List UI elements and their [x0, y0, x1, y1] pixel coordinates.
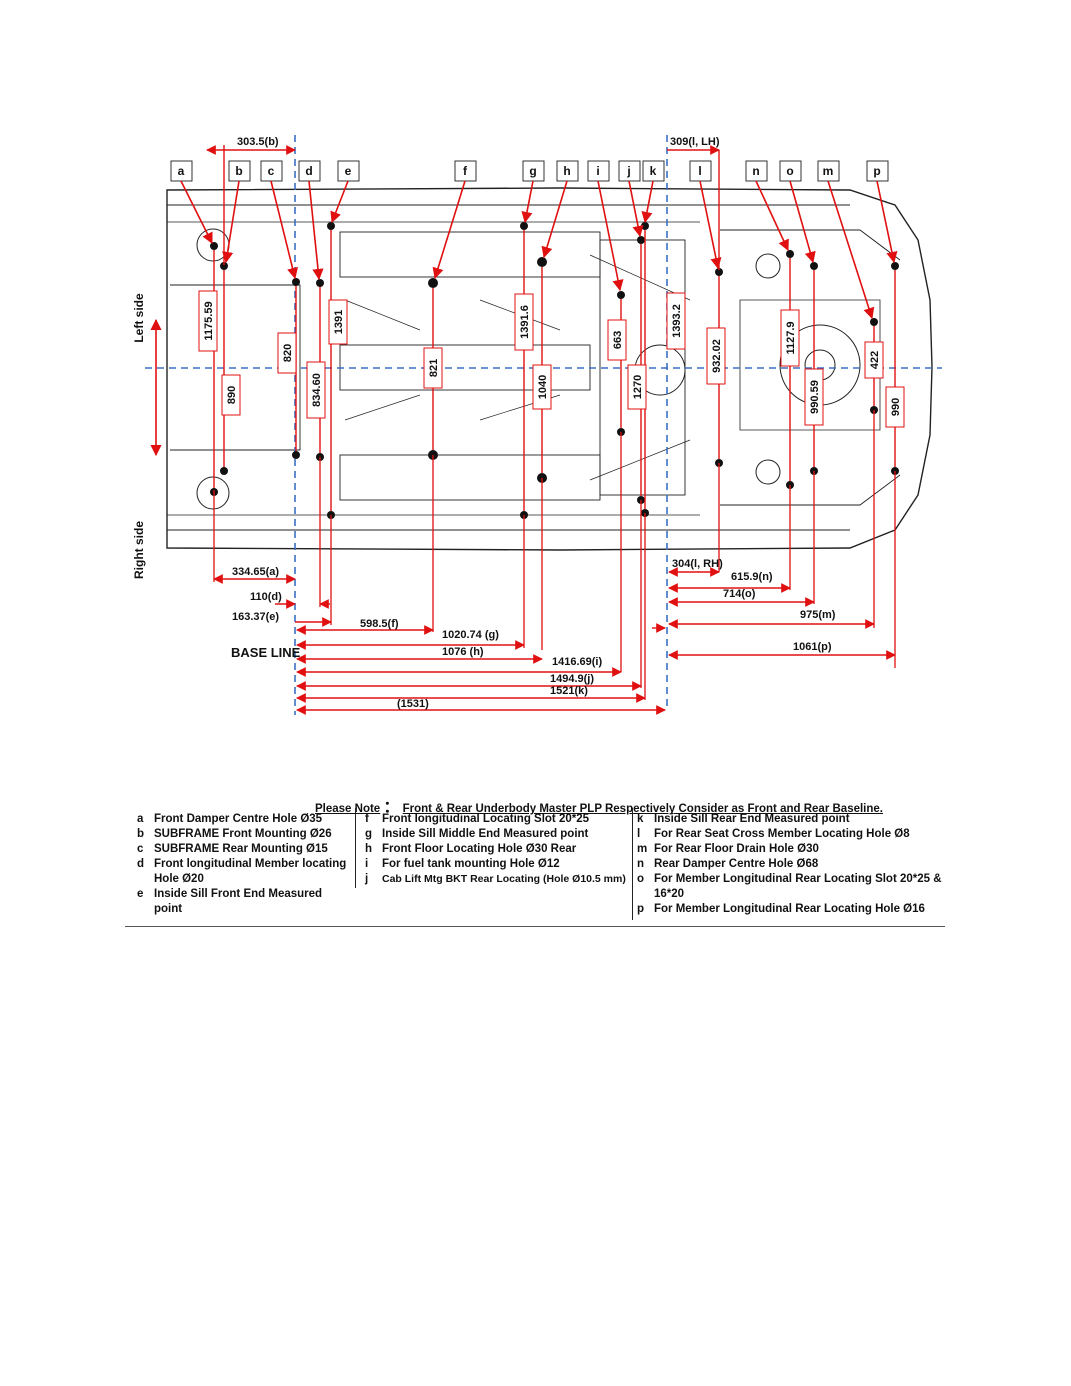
dim-309-l-lh: 309(l, LH): [670, 136, 720, 148]
underbody-drawing: [166, 187, 933, 551]
legend-divider: [125, 926, 945, 927]
label-c: c: [268, 164, 275, 178]
legend-note: Please Note ： Front & Rear Underbody Mas…: [315, 799, 883, 816]
label-a: a: [178, 164, 185, 178]
label-n: n: [752, 164, 759, 178]
dim-1391.6: 1391.6: [519, 305, 531, 339]
label-e: e: [345, 164, 352, 178]
right-side-label: Right side: [132, 521, 146, 579]
svg-text:975(m): 975(m): [800, 609, 836, 621]
dim-890: 890: [226, 386, 238, 404]
dim-303.5-b: 303.5(b): [237, 136, 279, 148]
point-label-boxes: [170, 160, 889, 182]
measurement-points: [210, 222, 899, 519]
svg-text:334.65(a): 334.65(a): [232, 566, 279, 578]
top-dimension-lines: [206, 145, 720, 270]
svg-text:1416.69(i): 1416.69(i): [552, 656, 602, 668]
label-b: b: [235, 164, 242, 178]
svg-text:1020.74 (g): 1020.74 (g): [442, 629, 499, 641]
label-i: i: [596, 164, 599, 178]
dim-990.59: 990.59: [809, 380, 821, 414]
dim-821: 821: [428, 359, 440, 377]
svg-text:110(d): 110(d): [250, 591, 282, 603]
left-side-label: Left side: [132, 293, 146, 343]
rear-dimension-lines: [668, 567, 896, 660]
leader-lines: [180, 180, 898, 320]
front-dimension-lines: [213, 574, 666, 715]
dim-1040: 1040: [537, 375, 549, 399]
dim-932.02: 932.02: [711, 339, 723, 373]
label-d: d: [305, 164, 312, 178]
vertical-dimension-values: 1175.59 890 820 834.60 1391 821 1391.6 1…: [198, 290, 905, 428]
underbody-dimension-diagram: a b c d e f g h i j k l n o m p: [132, 135, 942, 715]
svg-text:1061(p): 1061(p): [793, 641, 832, 653]
label-h: h: [563, 164, 570, 178]
dim-990: 990: [890, 398, 902, 416]
label-j: j: [626, 164, 630, 178]
label-p: p: [873, 164, 880, 178]
svg-text:714(o): 714(o): [723, 588, 756, 600]
legend: Please Note ： Front & Rear Underbody Mas…: [127, 790, 945, 930]
dim-663: 663: [612, 331, 624, 349]
svg-text:598.5(f): 598.5(f): [360, 618, 399, 630]
label-f: f: [463, 164, 468, 178]
svg-text:1494.9(j): 1494.9(j): [550, 673, 594, 685]
svg-text:163.37(e): 163.37(e): [232, 611, 279, 623]
label-g: g: [529, 164, 536, 178]
dim-1175.59: 1175.59: [203, 301, 215, 340]
extension-lines: [213, 410, 896, 700]
svg-text:1521(k): 1521(k): [550, 685, 588, 697]
label-l: l: [698, 164, 701, 178]
rear-dimension-values: 304(l, RH) 615.9(n) 714(o) 975(m) 1061(p…: [672, 558, 836, 653]
dim-1393.2: 1393.2: [671, 304, 683, 338]
dim-820: 820: [282, 344, 294, 362]
svg-text:304(l, RH): 304(l, RH): [672, 558, 723, 570]
svg-text:1076 (h): 1076 (h): [442, 646, 484, 658]
dim-834.60: 834.60: [311, 373, 323, 407]
front-dimension-values: 334.65(a) 110(d) 163.37(e) 598.5(f) 1020…: [232, 566, 602, 710]
dim-422: 422: [869, 351, 881, 369]
label-k: k: [650, 164, 657, 178]
svg-text:615.9(n): 615.9(n): [731, 571, 773, 583]
dim-1127.9: 1127.9: [785, 321, 797, 354]
point-label-texts: a b c d e f g h i j k l n o m p: [178, 164, 881, 178]
base-line-label: BASE LINE: [231, 645, 301, 660]
svg-text:(1531): (1531): [397, 698, 429, 710]
dim-1270: 1270: [632, 375, 644, 399]
label-o: o: [786, 164, 793, 178]
label-m: m: [823, 164, 834, 178]
dim-1391: 1391: [333, 310, 345, 334]
